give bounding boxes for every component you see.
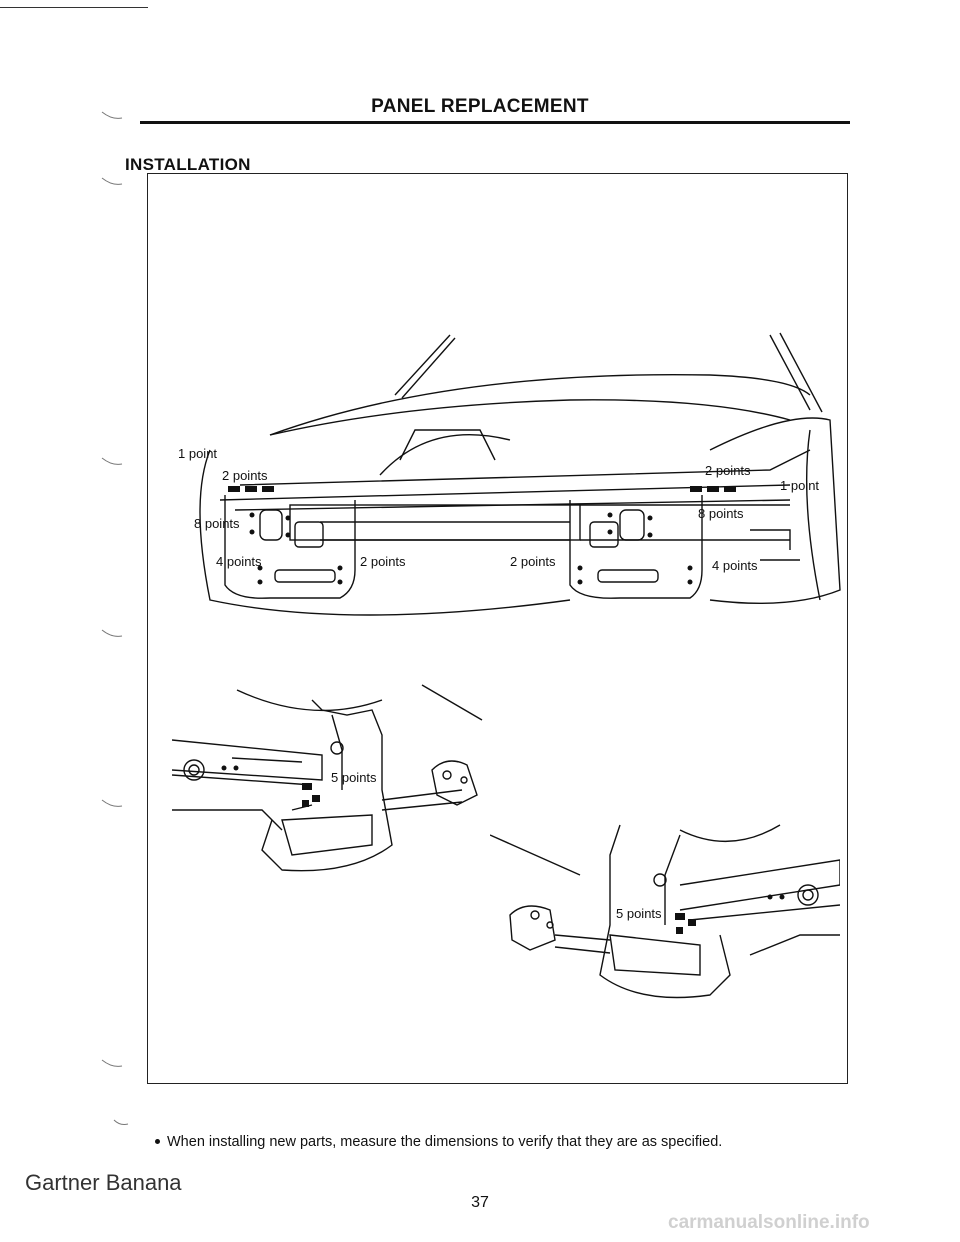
label-right-2-points: 2 points xyxy=(705,463,751,478)
label-bottom-left-5-points: 5 points xyxy=(331,770,377,785)
label-left-4-points: 4 points xyxy=(216,554,262,569)
label-right-4-points: 4 points xyxy=(712,558,758,573)
bullet-dot xyxy=(155,1138,160,1144)
label-bottom-right-5-points: 5 points xyxy=(616,906,662,921)
left-side-member-drawing xyxy=(172,684,483,872)
right-weld-marks xyxy=(675,894,785,934)
front-panel-illustration: 1 point 2 points 8 points 4 points 2 poi… xyxy=(178,332,841,616)
section-heading: INSTALLATION xyxy=(125,155,251,174)
label-right-8-points: 8 points xyxy=(698,506,744,521)
label-right-1-point: 1 point xyxy=(780,478,819,493)
top-edge-line xyxy=(0,7,148,8)
label-center-right-2-points: 2 points xyxy=(510,554,556,569)
left-weld-marks xyxy=(221,765,320,807)
watermark-text: Gartner Banana xyxy=(25,1170,182,1195)
install-note-text: When installing new parts, measure the d… xyxy=(167,1134,723,1150)
right-side-member-drawing xyxy=(490,824,840,999)
right-side-member-illustration: 5 points xyxy=(490,824,840,999)
page-title: PANEL REPLACEMENT xyxy=(371,96,589,117)
left-side-member-illustration: 5 points xyxy=(172,684,483,872)
label-left-1-point: 1 point xyxy=(178,446,217,461)
install-note: When installing new parts, measure the d… xyxy=(155,1134,722,1150)
title-rule xyxy=(140,121,850,124)
spot-weld-marks xyxy=(228,486,736,585)
page-number: 37 xyxy=(471,1194,489,1211)
site-watermark: carmanualsonline.info xyxy=(668,1212,870,1233)
front-panel-drawing xyxy=(199,332,841,616)
label-left-2-points: 2 points xyxy=(222,468,268,483)
label-center-left-2-points: 2 points xyxy=(360,554,406,569)
binding-marks xyxy=(101,111,129,1125)
figure-frame xyxy=(147,173,848,1084)
label-left-8-points: 8 points xyxy=(194,516,240,531)
